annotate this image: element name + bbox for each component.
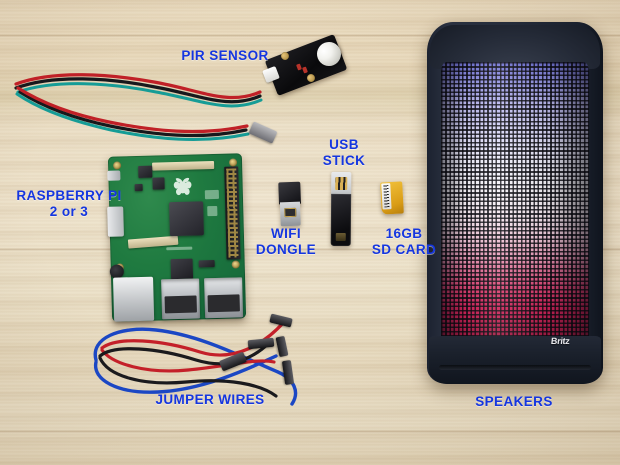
speaker-base-seam [439, 365, 591, 370]
microsd-card-label [381, 183, 392, 210]
speaker-led-grid [441, 62, 589, 348]
usb-drive-body [330, 193, 352, 247]
bluetooth-speaker: Britz [427, 22, 603, 384]
raspberry-pi-board [107, 153, 247, 322]
rpi-csi-connector [152, 161, 215, 171]
label-sd-card: 16GB SD CARD [371, 226, 437, 257]
plank-seam-bottom [0, 430, 620, 433]
rpi-chip-d [198, 260, 215, 268]
label-usb-stick: USB STICK [322, 137, 366, 168]
plank-seam-top [0, 34, 620, 37]
label-speakers: SPEAKERS [475, 394, 553, 409]
rpi-silkscreen-ce [204, 189, 220, 200]
label-jumper-wires: JUMPER WIRES [155, 392, 265, 407]
rpi-silkscreen-fcc [207, 205, 218, 217]
label-pir-sensor: PIR SENSOR [181, 48, 269, 63]
wifi-dongle [276, 181, 304, 227]
rpi-lan-chip [170, 258, 194, 280]
speaker-base [429, 336, 601, 384]
raspberry-pi-logo-icon [173, 177, 192, 196]
label-raspberry-pi: RASPBERRY PI 2 or 3 [16, 188, 122, 219]
rpi-chip-b [152, 177, 165, 190]
rpi-chip-c [134, 183, 143, 192]
usb-drive-contacts [331, 171, 352, 197]
label-wifi-dongle: WIFI DONGLE [255, 226, 317, 257]
speaker-brand-logo: Britz [549, 336, 570, 346]
pir-sensor-module [262, 34, 349, 96]
usb-flash-drive [330, 171, 353, 250]
wifi-dongle-usb-plug [279, 201, 301, 227]
pir-sensor-cable [14, 73, 263, 141]
speaker-grid-shade [441, 62, 589, 348]
rpi-chip-a [138, 165, 153, 178]
rpi-gpio-header [224, 166, 241, 260]
rpi-micro-usb-power-port [107, 170, 121, 181]
plank-seam-middle [0, 248, 620, 251]
rpi-soc-chip [169, 201, 204, 237]
microsd-card [380, 181, 404, 215]
speaker-top-cap [430, 25, 600, 69]
